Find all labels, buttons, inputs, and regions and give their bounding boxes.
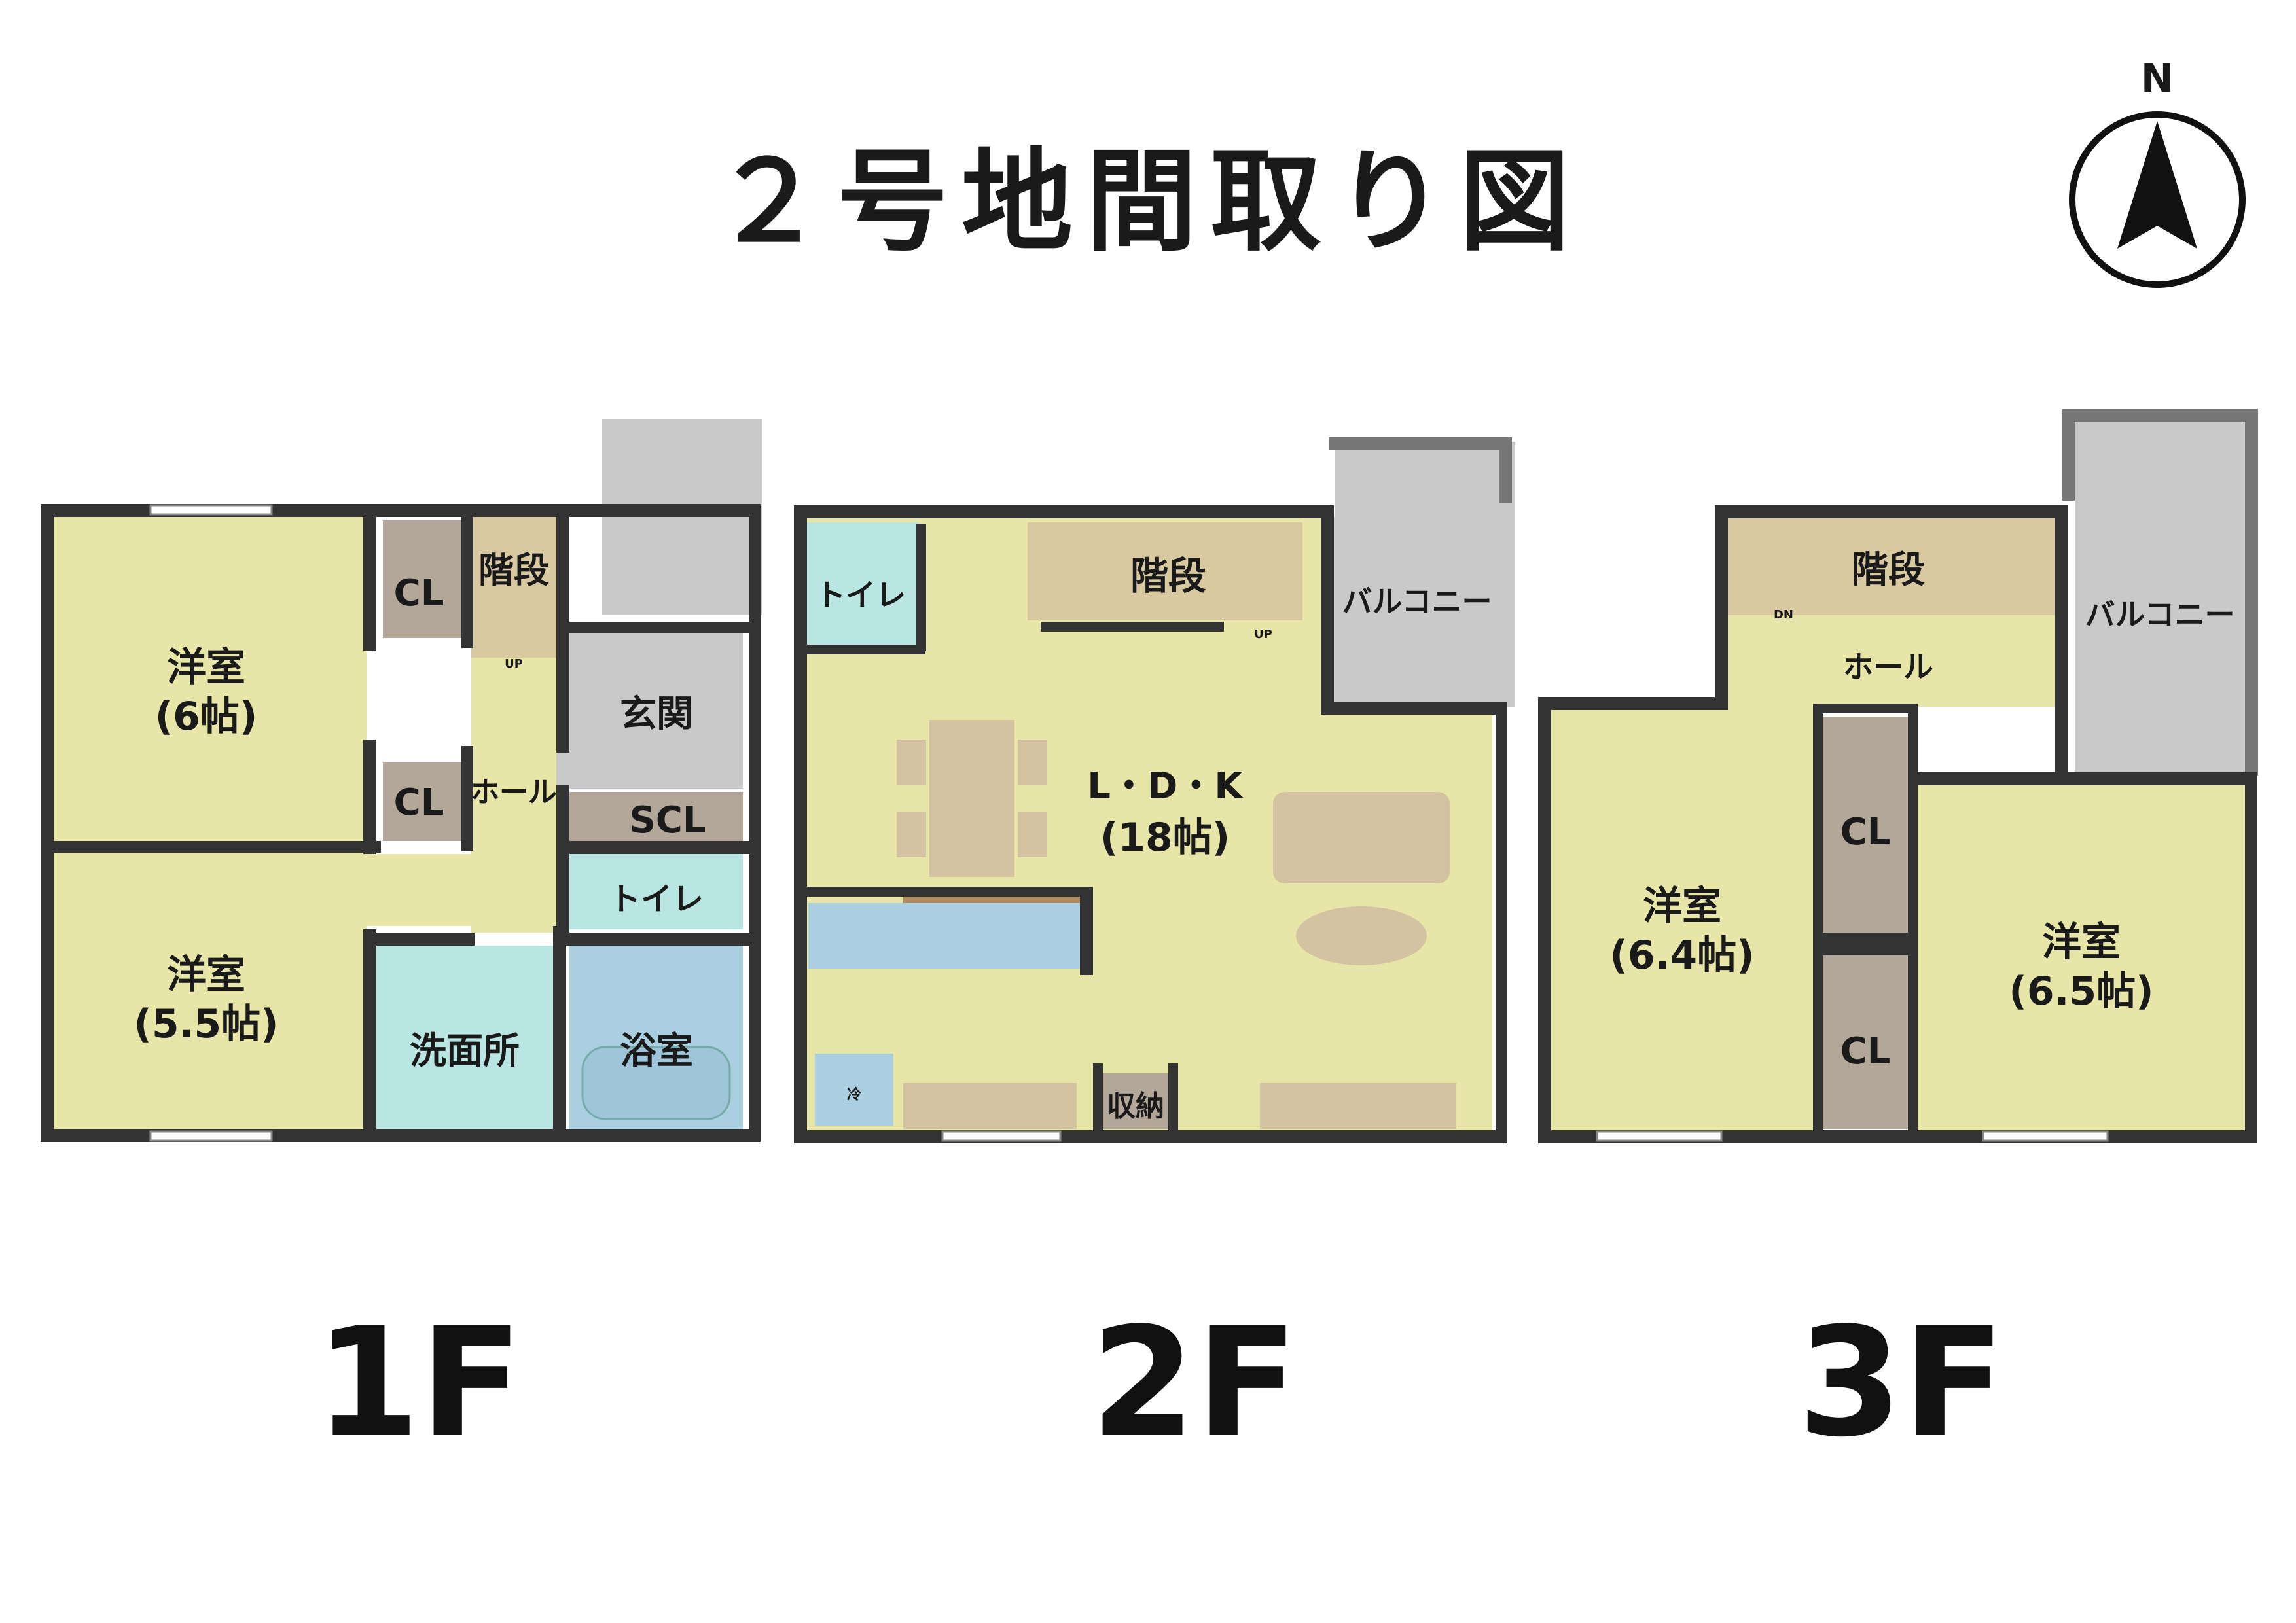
1f-western-room-b (52, 854, 367, 1129)
1f-shoe-closet (569, 792, 743, 844)
2f-ldk-name: L・D・K (1087, 765, 1244, 808)
compass-north-label: N (2141, 56, 2174, 101)
2f-storage (1100, 1073, 1172, 1129)
3f-closet-2-label: CL (1840, 1030, 1891, 1073)
1f-closet-1 (383, 520, 461, 638)
2f-storage-label: 収納 (1107, 1090, 1164, 1123)
3f-balcony-label: バルコニー (2085, 597, 2234, 632)
2f-fridge-label: 冷 (847, 1086, 861, 1103)
1f-entrance (556, 632, 743, 789)
1f-toilet (569, 854, 743, 929)
2f-kitchen-counter (808, 903, 1086, 969)
2f-fridge (815, 1054, 893, 1126)
1f-western-room-b-size: (5.5帖) (134, 1001, 278, 1047)
1f-western-room-b-name: 洋室 (167, 952, 245, 998)
2f-balcony-label: バルコニー (1342, 584, 1492, 619)
floor-label-3f: 3F (1797, 1296, 2005, 1471)
1f-stairs-up-label: UP (505, 657, 523, 671)
north-arrow-compass-icon: N (2069, 56, 2246, 288)
1f-entrance-label: 玄関 (620, 693, 693, 736)
1f-bathroom-label: 浴室 (620, 1030, 693, 1073)
2f-stairs-up-label: UP (1254, 628, 1272, 641)
floor-3f-plan: 階段 DN ホール バルコニー CL CL 洋室 (6.4帖) 洋室 (6.5帖… (1538, 409, 2258, 1143)
3f-closet-2 (1823, 955, 1908, 1129)
3f-hall (1728, 615, 2055, 707)
3f-stairs-down-label: DN (1774, 608, 1793, 622)
floor-1f-plan: 洋室 (6帖) 洋室 (5.5帖) CL CL 階段 UP ホール 玄関 SCL… (41, 419, 762, 1142)
1f-hall (471, 658, 556, 933)
1f-western-room-a (52, 517, 367, 854)
3f-western-room-b-size: (6.5帖) (2009, 969, 2153, 1014)
floor-label-2f: 2F (1090, 1296, 1299, 1471)
2f-coffee-table (1296, 906, 1427, 965)
2f-toilet (807, 522, 920, 647)
1f-stairs-label: 階段 (478, 550, 549, 591)
3f-western-room-b (1918, 785, 2251, 1132)
1f-closet-1-label: CL (394, 572, 444, 615)
3f-western-room-b-name: 洋室 (2042, 919, 2121, 965)
3f-closet-1 (1823, 717, 1908, 933)
1f-stairs (471, 517, 556, 658)
3f-stairs-label: 階段 (1852, 549, 1925, 592)
3f-hall-label: ホール (1843, 649, 1933, 685)
2f-stairs-label: 階段 (1130, 554, 1206, 598)
1f-hall-label: ホール (471, 776, 557, 809)
3f-stairs (1715, 517, 2062, 615)
1f-western-room-a-size: (6帖) (155, 694, 258, 740)
1f-washroom-label: 洗面所 (410, 1030, 520, 1073)
3f-balcony (2075, 422, 2251, 776)
3f-closet-1-label: CL (1840, 811, 1891, 853)
1f-western-room-a-name: 洋室 (167, 645, 245, 690)
floor-label-1f: 1F (315, 1296, 523, 1471)
3f-western-room-a-name: 洋室 (1643, 883, 1721, 929)
2f-stairs (1028, 522, 1302, 620)
2f-ldk-size: (18帖) (1100, 815, 1230, 861)
3f-western-room-a (1551, 707, 1813, 1132)
1f-shoe-closet-label: SCL (629, 799, 706, 842)
1f-washroom (376, 946, 553, 1129)
1f-closet-2-label: CL (394, 781, 444, 824)
page-title: ２号地間取り図 (712, 137, 1583, 267)
1f-closet-2 (383, 762, 461, 841)
2f-toilet-label: トイレ (816, 577, 906, 613)
2f-dining-set (897, 720, 1047, 877)
2f-sofa (1273, 792, 1450, 883)
3f-western-room-a-size: (6.4帖) (1609, 933, 1754, 978)
floor-2f-plan: トイレ 階段 UP バルコニー L・D・K (18帖) 冷 収納 (794, 437, 1515, 1143)
1f-toilet-label: トイレ (609, 881, 704, 918)
